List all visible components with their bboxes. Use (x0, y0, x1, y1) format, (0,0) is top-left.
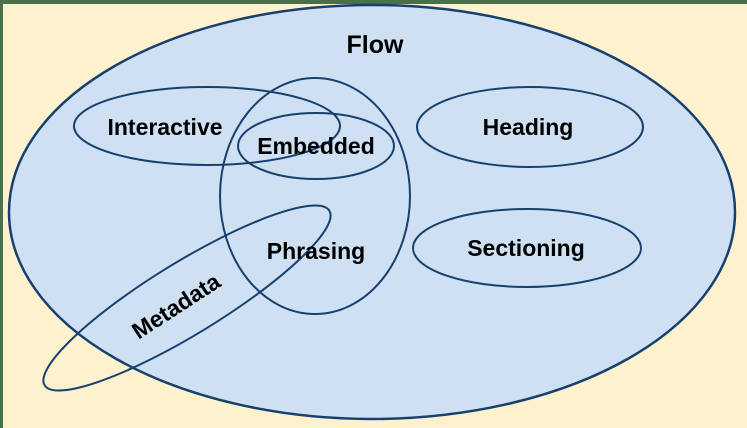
phrasing-set-ellipse (219, 77, 411, 315)
frame-left-border (0, 0, 3, 428)
heading-set-ellipse (416, 86, 644, 168)
sectioning-set-label: Sectioning (467, 235, 585, 261)
flow-set-ellipse (7, 3, 737, 421)
heading-set-label: Heading (483, 114, 574, 140)
metadata-set-ellipse (42, 204, 332, 392)
frame-top-border (0, 0, 747, 4)
interactive-set-ellipse (73, 86, 341, 166)
embedded-set-label: Embedded (257, 133, 375, 159)
phrasing-set-label: Phrasing (267, 238, 365, 264)
interactive-set-label: Interactive (107, 114, 222, 140)
embedded-set-ellipse (237, 112, 395, 180)
flow-set-label: Flow (347, 31, 404, 59)
sectioning-set-ellipse (412, 208, 642, 288)
